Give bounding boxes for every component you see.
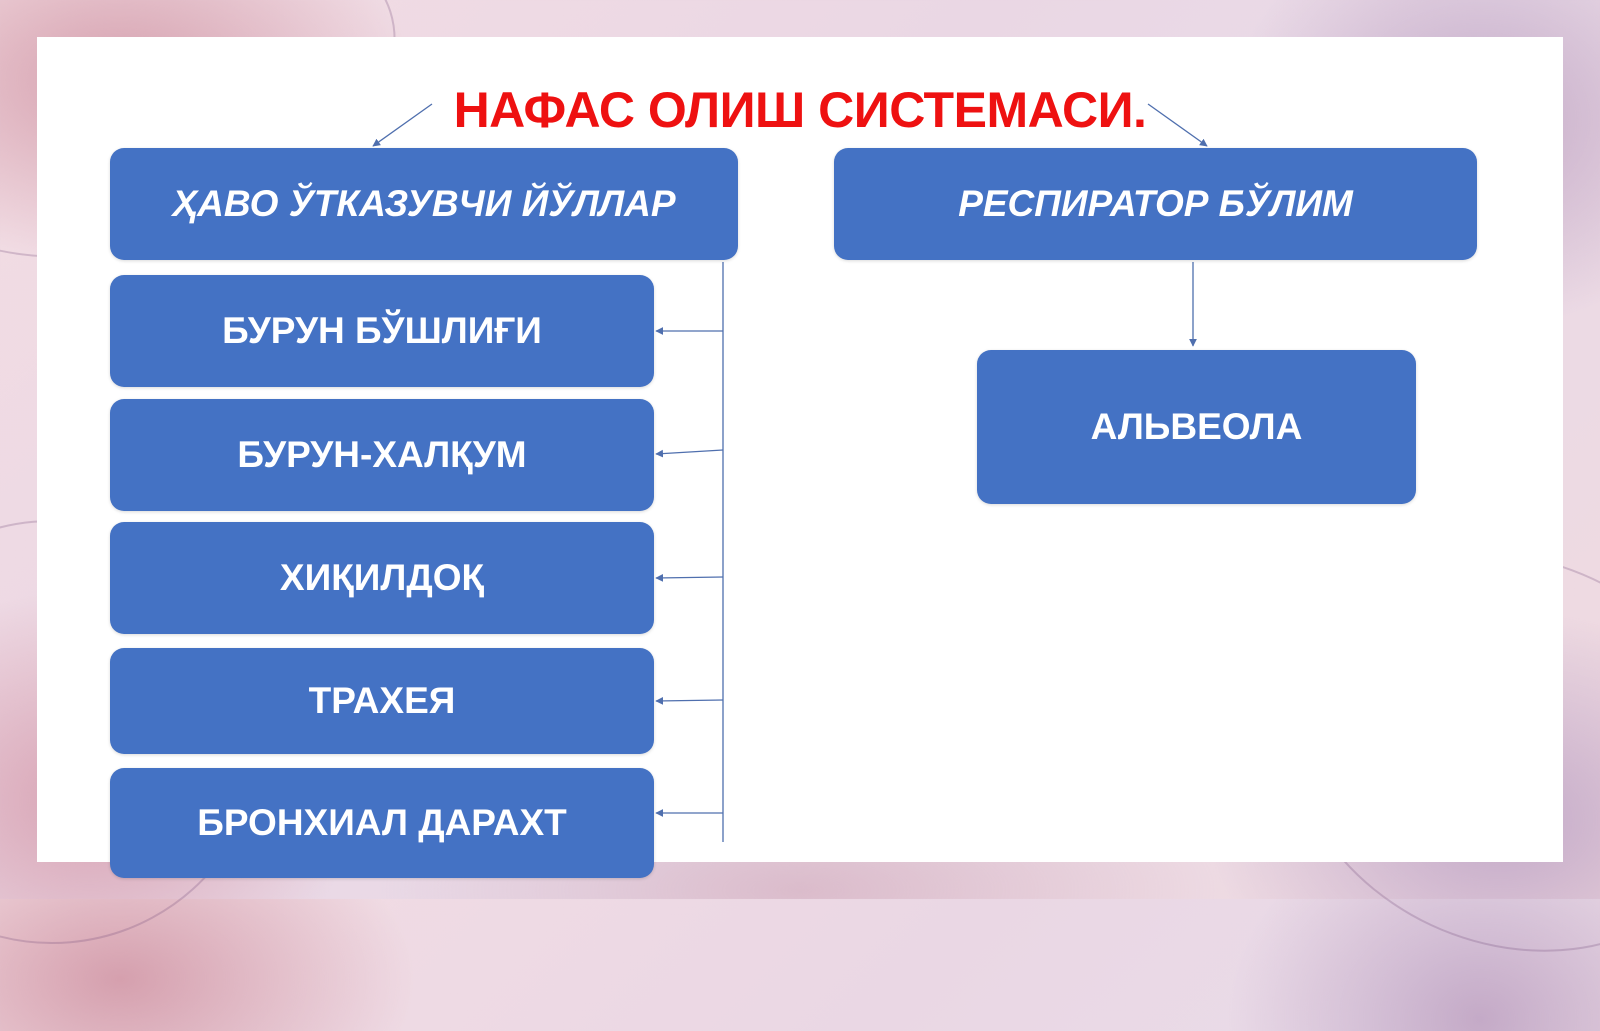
airway-item-label: ТРАХЕЯ — [308, 680, 456, 721]
airway-item-label: ХИҚИЛДОҚ — [279, 557, 485, 598]
respiratory-section-header-box: РЕСПИРАТОР БЎЛИМ — [834, 148, 1477, 260]
respiratory-section-header-label: РЕСПИРАТОР БЎЛИМ — [958, 183, 1353, 224]
alveola-box: АЛЬВЕОЛА — [977, 350, 1416, 504]
airways-header-label: ҲАВО ЎТКАЗУВЧИ ЙЎЛЛАР — [172, 183, 676, 224]
airway-item-box: БУРУН-ХАЛҚУМ — [110, 399, 654, 511]
alveola-label: АЛЬВЕОЛА — [1090, 406, 1303, 447]
diagram-title: НАФАС ОЛИШ СИСТЕМАСИ. — [453, 82, 1147, 138]
airway-item-label: БУРУН-ХАЛҚУМ — [237, 434, 527, 475]
airway-item-label: БРОНХИАЛ ДАРАХТ — [197, 802, 567, 843]
airways-header-box: ҲАВО ЎТКАЗУВЧИ ЙЎЛЛАР — [110, 148, 738, 260]
airway-item-box: БУРУН БЎШЛИҒИ — [110, 275, 654, 387]
airway-item-box: ХИҚИЛДОҚ — [110, 522, 654, 634]
airway-item-box: БРОНХИАЛ ДАРАХТ — [110, 768, 654, 878]
airway-item-label: БУРУН БЎШЛИҒИ — [222, 310, 542, 351]
airway-item-box: ТРАХЕЯ — [110, 648, 654, 754]
